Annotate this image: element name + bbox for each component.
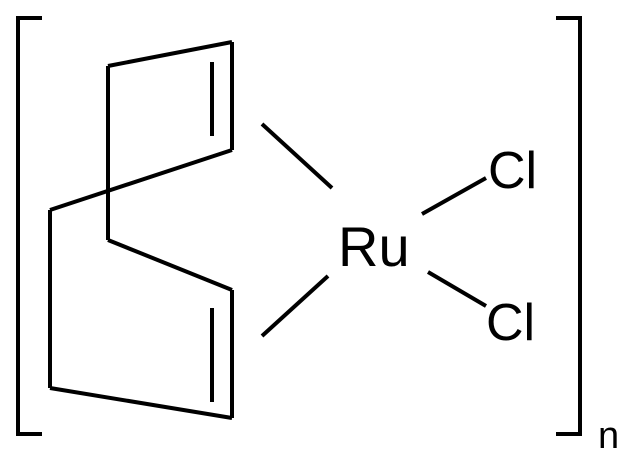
chlorine-atom-label-lower: Cl	[486, 294, 535, 352]
coordination-bond-lower	[260, 274, 330, 338]
polymer-subscript: n	[598, 415, 619, 457]
left-bracket	[16, 16, 42, 436]
chlorine-atom-label-upper: Cl	[488, 142, 537, 200]
ring-bond-top	[107, 40, 233, 68]
cyclooctadiene-ring	[48, 40, 234, 420]
coordination-bond-upper	[260, 122, 334, 190]
ruthenium-atom-label: Ru	[338, 215, 410, 278]
ru-cl-bond-lower	[426, 270, 488, 308]
ring-bond-upper-cross	[49, 148, 233, 212]
ring-bond-bottom	[49, 386, 233, 420]
ru-cl-bond-upper	[421, 176, 487, 216]
ring-bond-lower-cross	[107, 238, 233, 292]
right-bracket	[556, 16, 582, 436]
